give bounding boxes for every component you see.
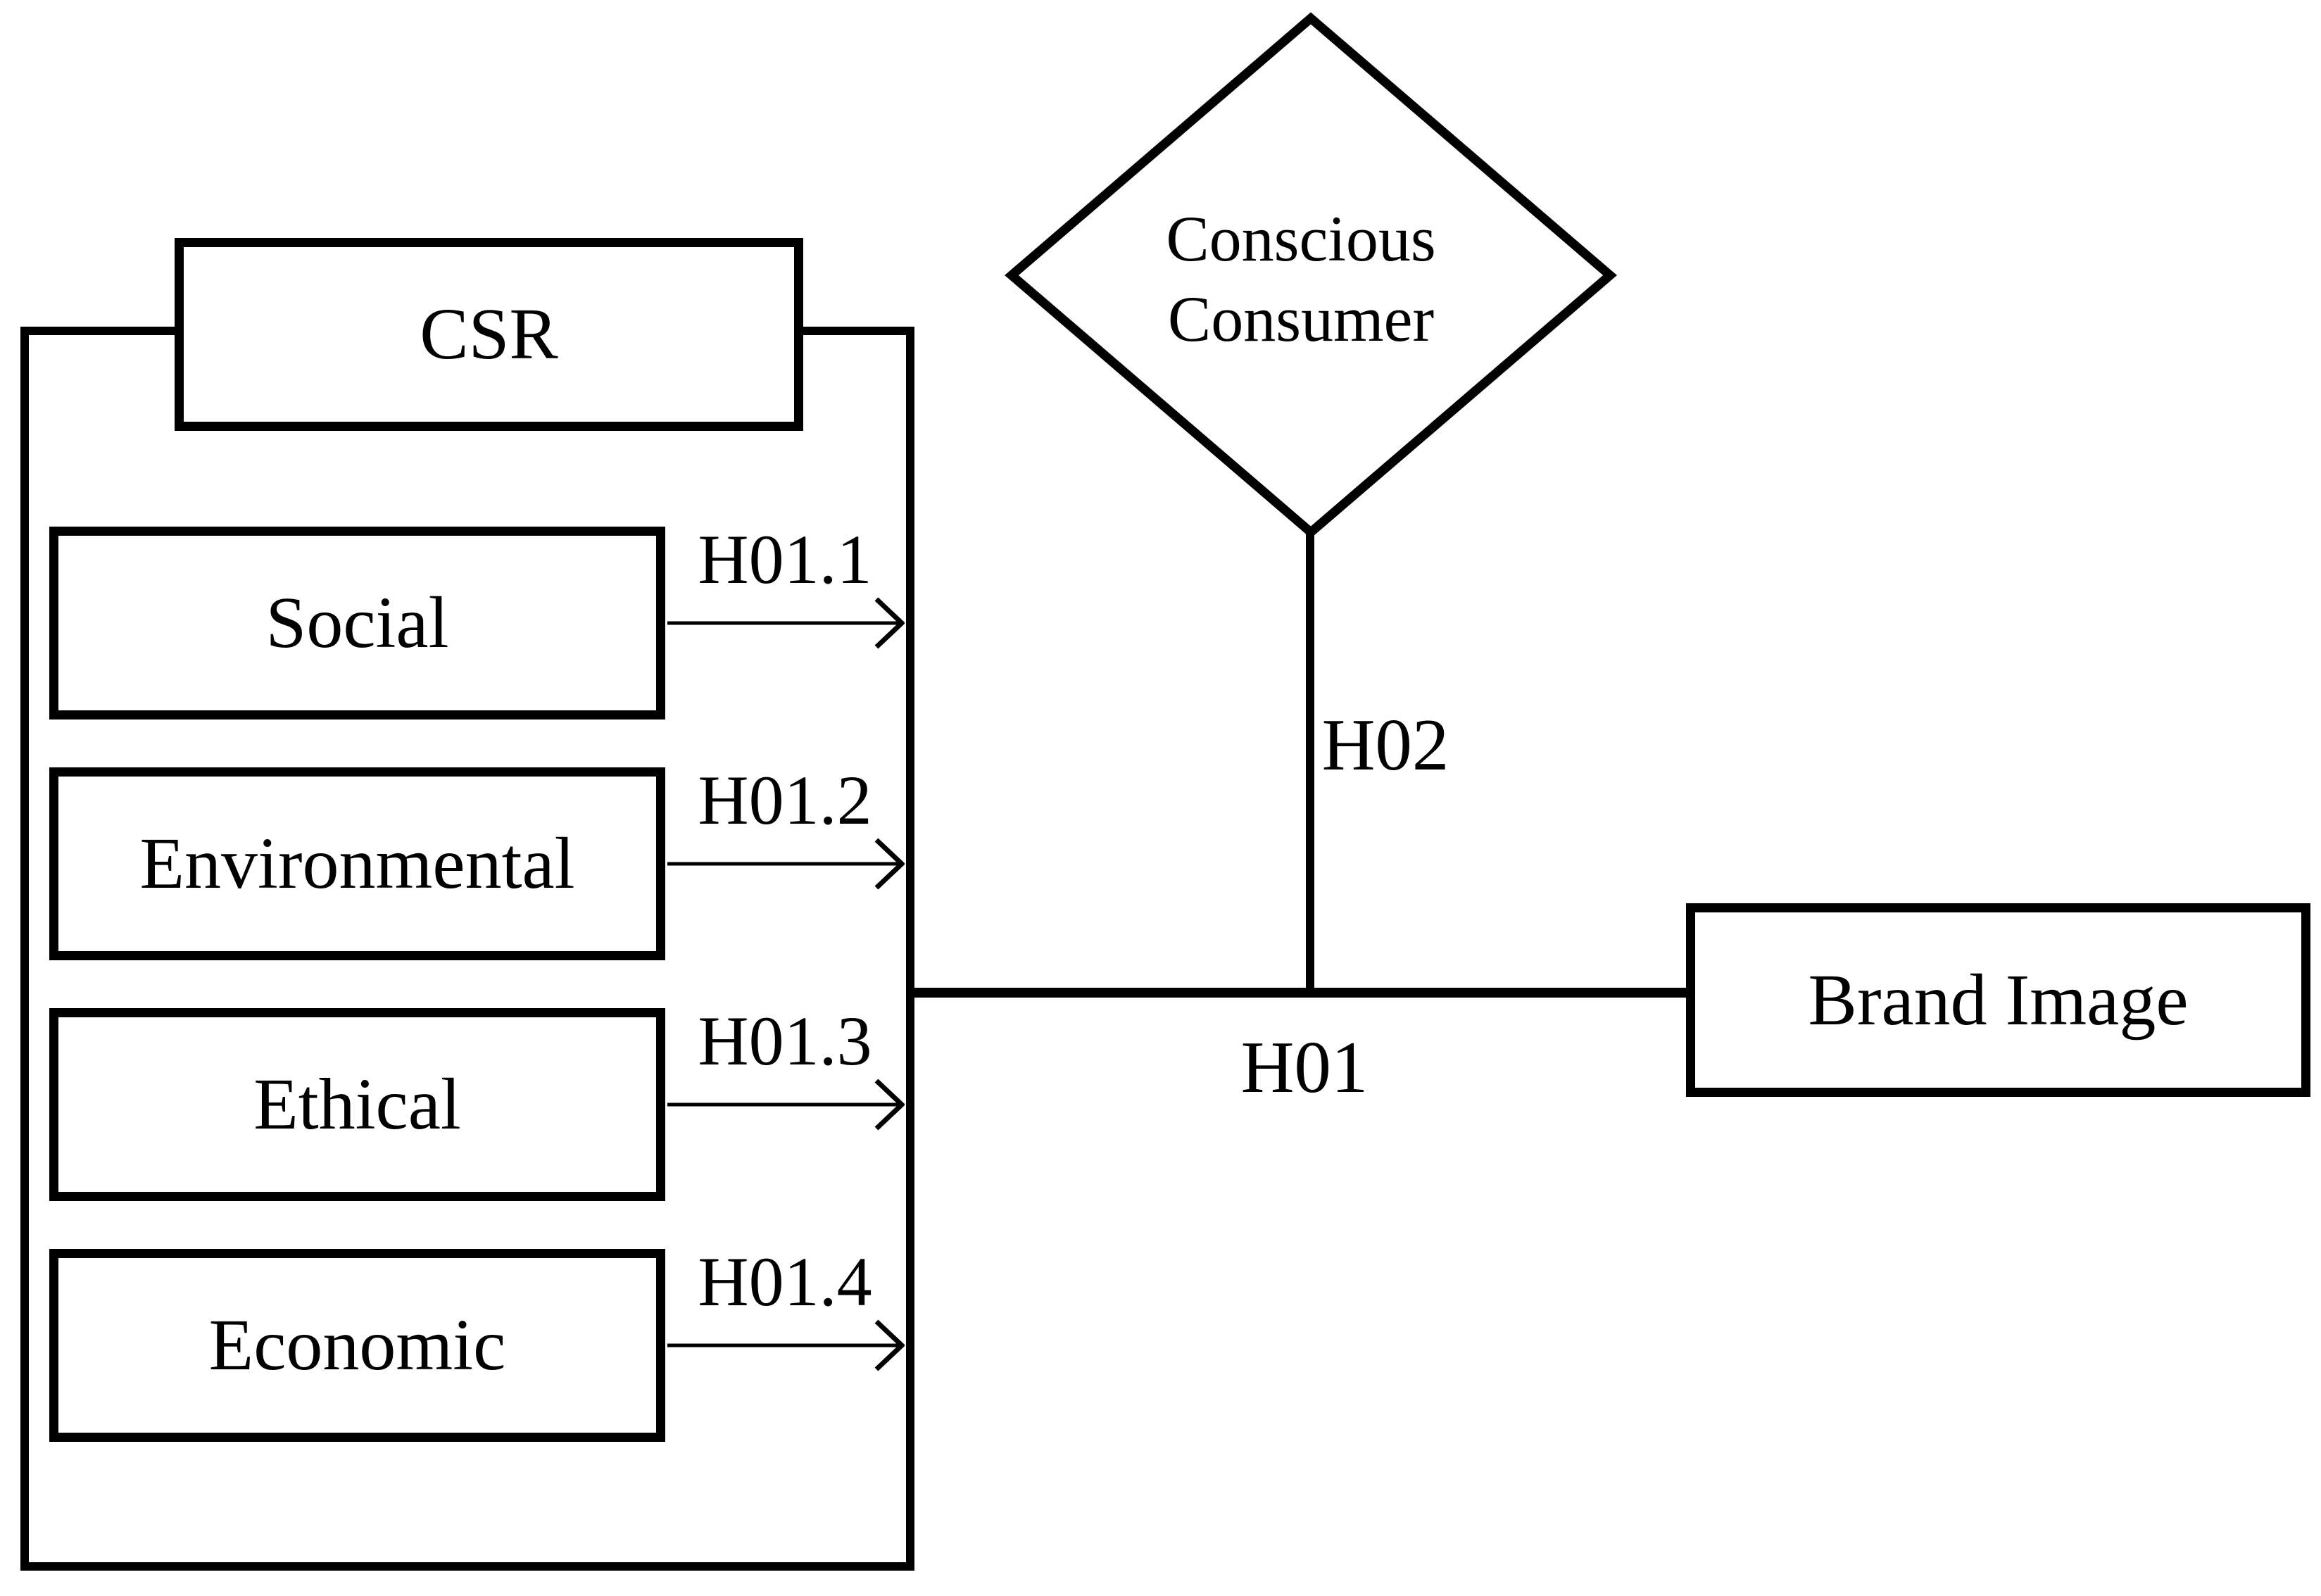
component-label-social: Social	[265, 582, 449, 663]
hypothesis-label-h01: H01	[1240, 1026, 1369, 1108]
component-label-ethical: Ethical	[253, 1064, 461, 1145]
moderator-label-line2: Consumer	[1167, 283, 1435, 356]
brand-image-label: Brand Image	[1808, 959, 2189, 1041]
hypothesis-label-h01-2: H01.2	[698, 761, 872, 839]
component-box-environmental: Environmental	[49, 767, 665, 960]
moderator-diamond	[1005, 12, 1617, 539]
csr-box: CSR	[175, 238, 803, 431]
component-box-economic: Economic	[49, 1249, 665, 1442]
brand-image-box: Brand Image	[1686, 903, 2310, 1097]
component-label-environmental: Environmental	[139, 823, 575, 904]
hypothesis-label-h02: H02	[1321, 703, 1449, 786]
hypothesis-label-h01-1: H01.1	[698, 520, 872, 598]
csr-label: CSR	[420, 294, 558, 375]
moderator-label-line1: Conscious	[1166, 203, 1436, 275]
hypothesis-label-h01-3: H01.3	[698, 1002, 872, 1080]
component-box-social: Social	[49, 527, 665, 720]
component-label-economic: Economic	[208, 1305, 506, 1385]
moderator-label: Conscious Consumer	[1104, 199, 1498, 359]
hypothesis-label-h01-4: H01.4	[698, 1243, 872, 1321]
component-box-ethical: Ethical	[49, 1008, 665, 1201]
